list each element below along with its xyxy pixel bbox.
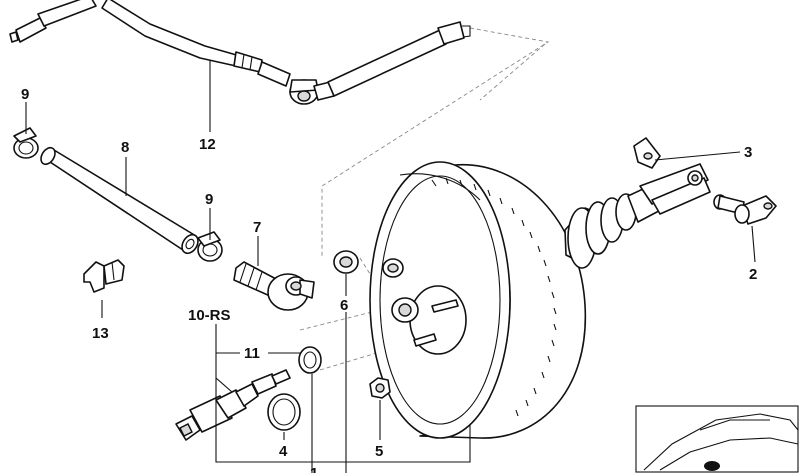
grommet-6[interactable]: [333, 250, 359, 274]
hose-clamp-9[interactable]: [13, 127, 39, 159]
label-8: 8: [121, 139, 129, 156]
label-7: 7: [253, 219, 261, 236]
label-1: 1: [310, 465, 318, 473]
part-labels: 9 8 12 9 7 13 3 2 6 10-RS 11 4 5 1: [21, 86, 757, 473]
bracket-clip-13[interactable]: [83, 259, 125, 293]
vacuum-hose-12[interactable]: [9, 0, 471, 105]
vacuum-sensor-10[interactable]: [175, 369, 291, 441]
o-ring-11[interactable]: [298, 346, 322, 374]
label-4: 4: [279, 443, 288, 460]
label-6: 6: [340, 297, 348, 314]
pin-2[interactable]: [713, 194, 777, 225]
location-marker-icon: [704, 461, 720, 471]
seal-ring-4[interactable]: [267, 393, 301, 431]
brake-booster-1[interactable]: [369, 161, 587, 439]
label-3: 3: [744, 144, 752, 161]
bellows-boot[interactable]: [564, 163, 711, 269]
label-10-rs: 10-RS: [188, 307, 231, 324]
label-2: 2: [749, 266, 757, 283]
nut-5[interactable]: [369, 377, 391, 399]
clip-3[interactable]: [633, 137, 661, 169]
label-9: 9: [21, 86, 29, 103]
vehicle-location-inset: [635, 405, 799, 473]
label-5: 5: [375, 443, 383, 460]
hose-clamp-9b[interactable]: [197, 231, 223, 262]
check-valve-7[interactable]: [233, 261, 315, 311]
rubber-hose-8[interactable]: [38, 145, 201, 256]
label-12: 12: [199, 136, 216, 153]
label-11: 11: [244, 345, 260, 362]
label-9b: 9: [205, 191, 213, 208]
label-13: 13: [92, 325, 109, 342]
leader-lines: [25, 60, 756, 473]
